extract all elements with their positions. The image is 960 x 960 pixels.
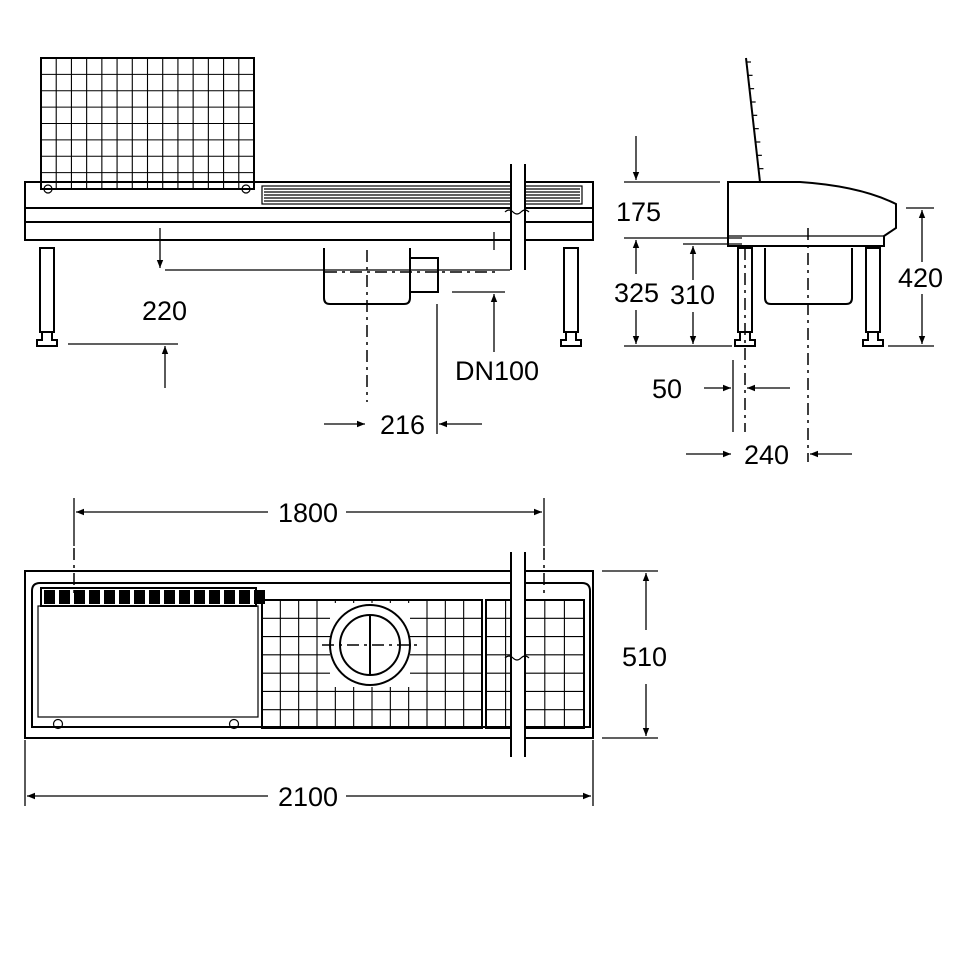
grid-hinge-left: [43, 184, 53, 194]
grid-hinge-right: [241, 184, 251, 194]
dim-50: 50: [652, 374, 682, 404]
plan-grid-end: [486, 600, 584, 728]
side-raised-grid: [745, 57, 761, 183]
plan-solid-panel: [37, 605, 259, 718]
side-grid-ticks: [746, 61, 764, 170]
front-foot-left: [36, 331, 58, 347]
front-view: 220 DN100 216: [24, 57, 594, 440]
side-foot-left: [734, 331, 756, 347]
dim-2100: 2100: [278, 782, 338, 812]
plan-slots: [44, 590, 265, 604]
dim-420: 420: [898, 263, 943, 293]
dim-dn100: DN100: [455, 356, 539, 386]
dim-1800: 1800: [278, 498, 338, 528]
side-leg-right: [865, 247, 881, 333]
dim-216: 216: [380, 410, 425, 440]
front-raised-grid: [41, 58, 254, 189]
plan-view: 1800 510 2100: [24, 498, 667, 812]
dim-220: 220: [142, 296, 187, 326]
plan-grid-end-frame: [485, 599, 585, 729]
front-leg-right: [563, 247, 579, 333]
plan-outer-frame: [24, 570, 594, 739]
front-outlet: [409, 257, 439, 293]
front-slotted-cover: [264, 188, 580, 202]
plan-screw-2: [228, 718, 240, 730]
dim-325: 325: [614, 278, 659, 308]
front-foot-right: [560, 331, 582, 347]
dim-310: 310: [670, 280, 715, 310]
plan-screw-1: [52, 718, 64, 730]
dim-175: 175: [616, 197, 661, 227]
front-cover-outline: [261, 185, 583, 205]
plan-inner-frame: [31, 582, 591, 728]
front-body-base: [24, 221, 594, 241]
front-leg-left: [39, 247, 55, 333]
side-foot-right: [862, 331, 884, 347]
side-view: 175 325 310 420 50 240: [614, 57, 943, 470]
dim-240: 240: [744, 440, 789, 470]
dim-510: 510: [622, 642, 667, 672]
